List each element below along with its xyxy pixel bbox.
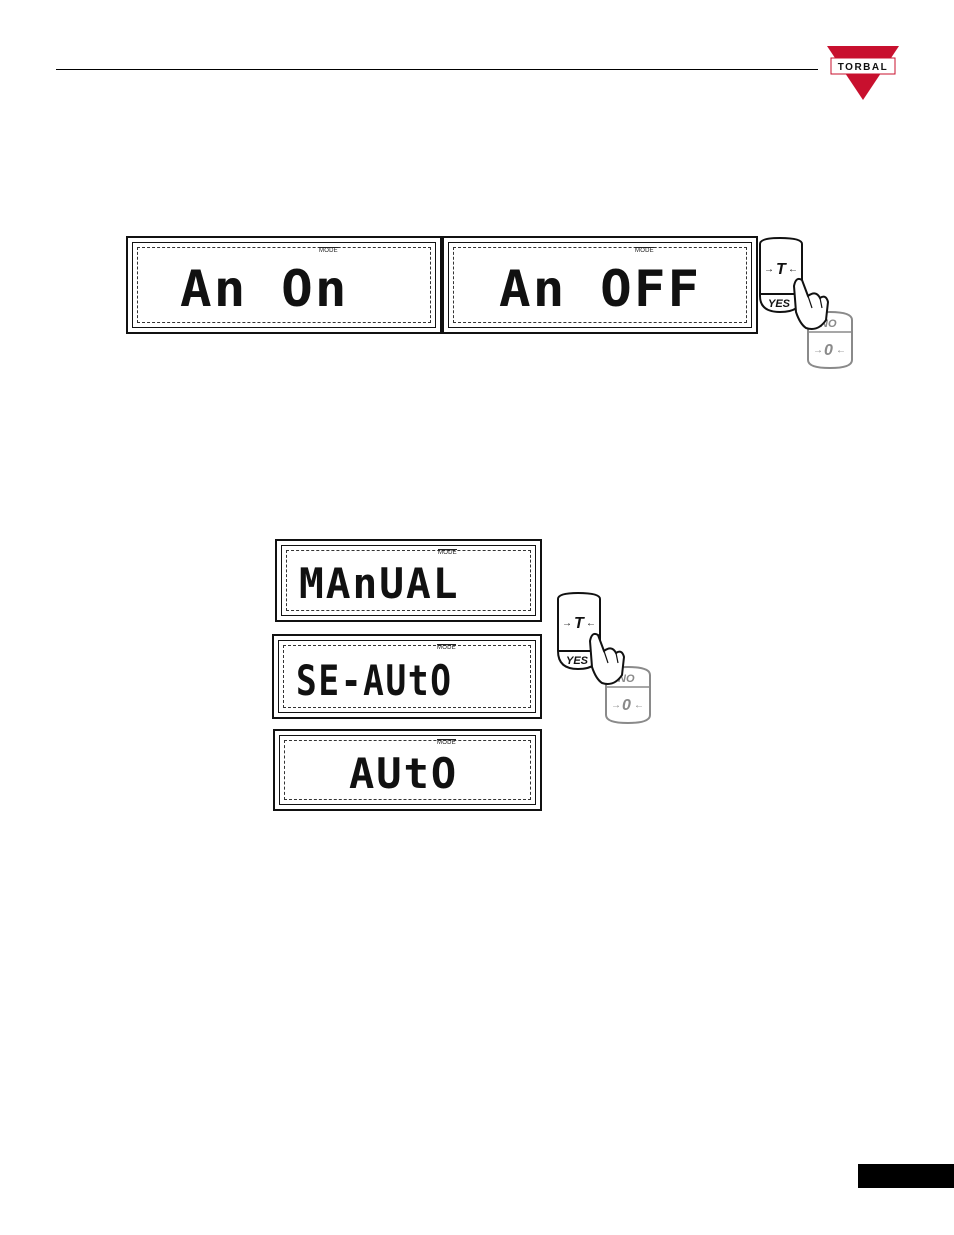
svg-text:→: → [562,618,572,629]
lcd-display-auto: MODE AUtO [273,729,542,811]
lcd-text: An OFF [499,260,701,318]
svg-text:YES: YES [566,655,589,667]
keypad-illustration: → T ← YES NO → 0 ← [556,591,656,725]
svg-text:←: ← [586,618,596,629]
keypad-illustration: → T ← YES NO → 0 ← [756,236,856,370]
lcd-text: MAnUAL [299,559,459,608]
svg-text:0: 0 [622,697,631,714]
logo-text: TORBAL [838,62,888,73]
lcd-display-an-off: MODE An OFF [442,236,758,334]
lcd-text: AUtO [349,749,458,798]
svg-text:←: ← [836,345,846,356]
svg-text:→: → [813,345,823,356]
zero-label: 0 [824,342,833,359]
mode-label: MODE [635,247,654,255]
lcd-text: An On [180,260,349,318]
lcd-display-an-on: MODE An On [126,236,442,334]
mode-label: MODE [437,644,456,652]
page-number-tab [858,1164,954,1188]
mode-label: MODE [437,739,456,747]
yes-label: YES [768,298,791,310]
torbal-logo: TORBAL [825,44,901,102]
svg-text:→: → [611,700,621,711]
mode-label: MODE [438,549,457,557]
svg-text:←: ← [634,700,644,711]
svg-text:T: T [574,615,585,632]
svg-text:←: ← [788,264,798,275]
lcd-display-se-auto: MODE SE-AUtO [272,634,542,719]
pressing-hand-icon [590,634,624,684]
header-rule [56,69,818,70]
mode-label: MODE [319,247,338,255]
lcd-display-manual: MODE MAnUAL [275,539,542,622]
svg-text:→: → [764,264,774,275]
lcd-text: SE-AUtO [296,656,453,705]
pressing-hand-icon [794,279,828,329]
tare-label: T [776,261,787,278]
